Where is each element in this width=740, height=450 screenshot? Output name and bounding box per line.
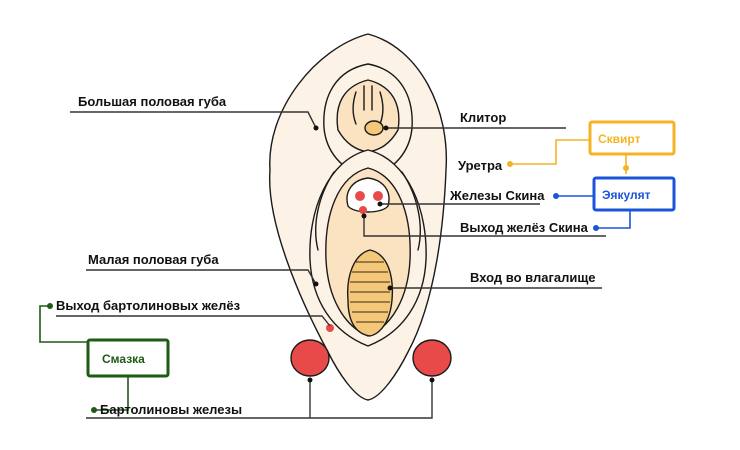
leader-dot	[377, 201, 383, 207]
leader-bartholin-glands	[86, 380, 433, 419]
leader-labia-majora	[70, 111, 317, 129]
box-ejaculate-label: Эякулят	[602, 188, 651, 202]
box-lubricant-label: Смазка	[102, 352, 145, 366]
box-squirt	[588, 120, 676, 156]
leader-dot	[429, 377, 435, 383]
connector-dot	[623, 165, 629, 171]
labia-minora-fold-left	[315, 171, 335, 251]
leader-dot	[307, 377, 313, 383]
label-vaginal-opening: Вход во влагалище	[470, 270, 596, 285]
connector-dot	[91, 407, 97, 413]
label-urethra: Уретра	[458, 158, 503, 173]
label-labia-majora: Большая половая губа	[78, 94, 227, 109]
leader-dot	[313, 281, 319, 287]
bartholin-gland-right	[412, 339, 452, 377]
connector-dot	[593, 225, 599, 231]
labia-minora-fold-right	[401, 171, 421, 251]
vaginal-opening-shape	[347, 249, 394, 337]
skene-gland-right	[373, 191, 383, 201]
label-clitoris: Клитор	[460, 110, 506, 125]
bartholin-gland-left	[290, 339, 330, 377]
vaginal-rugae	[350, 261, 390, 323]
leader-bartholin-ducts	[56, 315, 331, 327]
box-squirt-label: Сквирт	[598, 132, 641, 146]
label-skene-ducts: Выход желёз Скина	[460, 220, 589, 235]
leader-dot	[387, 285, 393, 291]
label-bartholin-ducts: Выход бартолиновых желёз	[56, 298, 241, 313]
connector-dot	[507, 161, 513, 167]
label-labia-minora: Малая половая губа	[88, 252, 219, 267]
connector-dot	[47, 303, 53, 309]
leader-dot	[383, 125, 389, 131]
box-ejaculate	[592, 176, 676, 212]
skene-gland-left	[355, 191, 365, 201]
leader-skene-ducts	[363, 214, 606, 237]
leader-dot	[313, 125, 319, 131]
box-lubricant	[86, 338, 170, 378]
leader-dot	[361, 213, 367, 219]
clitoris-shape	[364, 120, 384, 136]
connector-dot	[553, 193, 559, 199]
connector-lubricant	[39, 305, 129, 411]
skene-duct-dot	[359, 206, 367, 214]
leader-labia-minora	[86, 269, 317, 285]
hood-lines	[352, 85, 384, 125]
label-skene-glands: Железы Скина	[449, 188, 545, 203]
connector-ejaculate	[556, 195, 631, 229]
bartholin-duct-dot	[326, 324, 334, 332]
label-bartholin-glands: Бартолиновы железы	[100, 402, 242, 417]
